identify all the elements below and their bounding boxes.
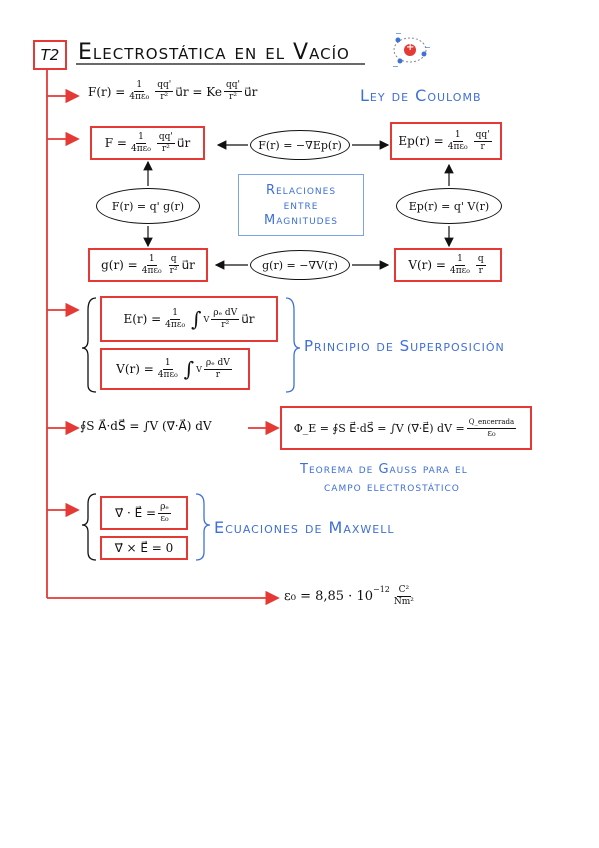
force-unit-vector: u⃗r <box>176 136 191 150</box>
atom-plus: + <box>406 42 415 53</box>
maxwell-curl-box: ∇⃗ × E⃗ = 0 <box>100 536 188 560</box>
potential-lhs: V(r) = <box>408 258 446 272</box>
force-lhs: F = <box>104 136 127 150</box>
v-integral: ∫ <box>183 357 195 381</box>
coulomb-unit-vector-2: u⃗r <box>244 84 258 99</box>
topic-number: T2 <box>40 46 60 64</box>
page-title: Electrostática en el Vacío <box>78 40 350 65</box>
field-lhs: g(r) = <box>101 258 138 272</box>
gauss-law-box: Φ_E = ∮S E⃗·dS⃗ = ∫V (∇⃗·E⃗) dV = Q_ence… <box>280 406 532 450</box>
atom-icon: + − − − <box>390 29 431 71</box>
field-gradient-oval: g(r) = −∇V(r) <box>250 250 350 280</box>
electron-sign-2: − <box>424 43 431 52</box>
relations-label-line-1: Relaciones <box>265 182 337 198</box>
e-integral: ∫ <box>191 307 202 331</box>
atom-orbit-icon <box>393 37 427 64</box>
gauss-middle: ∮S E⃗·dS⃗ = ∫V (∇⃗·E⃗) dV = <box>332 421 465 435</box>
permittivity-exponent: −12 <box>373 585 390 594</box>
e-integral-domain: V <box>203 314 210 324</box>
relations-label-box: Relaciones entre Magnitudes <box>238 174 364 236</box>
electron-sign-3: − <box>392 62 399 71</box>
force-field-oval: F(r) = q' g(r) <box>96 188 200 224</box>
divergence-theorem: ∮S A⃗·dS⃗ = ∫V (∇⃗·A⃗) dV <box>80 419 212 433</box>
field-unit-vector: u⃗r <box>181 258 195 272</box>
permittivity-value: ε₀ = 8,85 · 10 <box>284 589 373 604</box>
relations-label-line-3: Magnitudes <box>264 212 338 228</box>
force-gradient-oval: F(r) = −∇Ep(r) <box>250 130 350 160</box>
e-lhs: E(r) = <box>123 312 162 326</box>
maxwell-label: Ecuaciones de Maxwell <box>214 518 395 537</box>
maxwell-div-lhs: ∇⃗ · E⃗ = <box>115 506 157 520</box>
energy-potential-oval: Ep(r) = q' V(r) <box>396 188 502 224</box>
topic-number-badge: T2 <box>33 40 67 70</box>
gauss-label-line-2: campo electrostático <box>324 480 460 495</box>
coulomb-frac-3: qq'r² <box>224 80 243 102</box>
force-frac-2: qq'r² <box>156 131 175 154</box>
coulomb-ke: = Ke <box>192 84 223 99</box>
gauss-flux: Φ_E = <box>293 421 330 435</box>
energy-lhs: Ep(r) = <box>398 134 444 148</box>
energy-frac-2: qq'r <box>473 129 492 152</box>
v-integral-domain: V <box>196 364 202 374</box>
coulomb-lhs: F(r) = <box>88 84 126 99</box>
superposition-label: Principio de Superposición <box>304 337 505 355</box>
electron-sign-1: − <box>395 29 402 38</box>
relations-label-line-2: entre <box>283 197 319 213</box>
coulomb-label: Ley de Coulomb <box>360 86 482 105</box>
e-unit-vector: u⃗r <box>241 312 255 326</box>
gauss-label-line-1: Teorema de Gauss para el <box>300 462 468 477</box>
maxwell-curl-eq: ∇⃗ × E⃗ = 0 <box>114 541 174 555</box>
coulomb-frac-2: qq'r² <box>155 80 174 102</box>
coulomb-unit-vector: u⃗r <box>175 84 189 99</box>
v-lhs: V(r) = <box>116 362 154 376</box>
